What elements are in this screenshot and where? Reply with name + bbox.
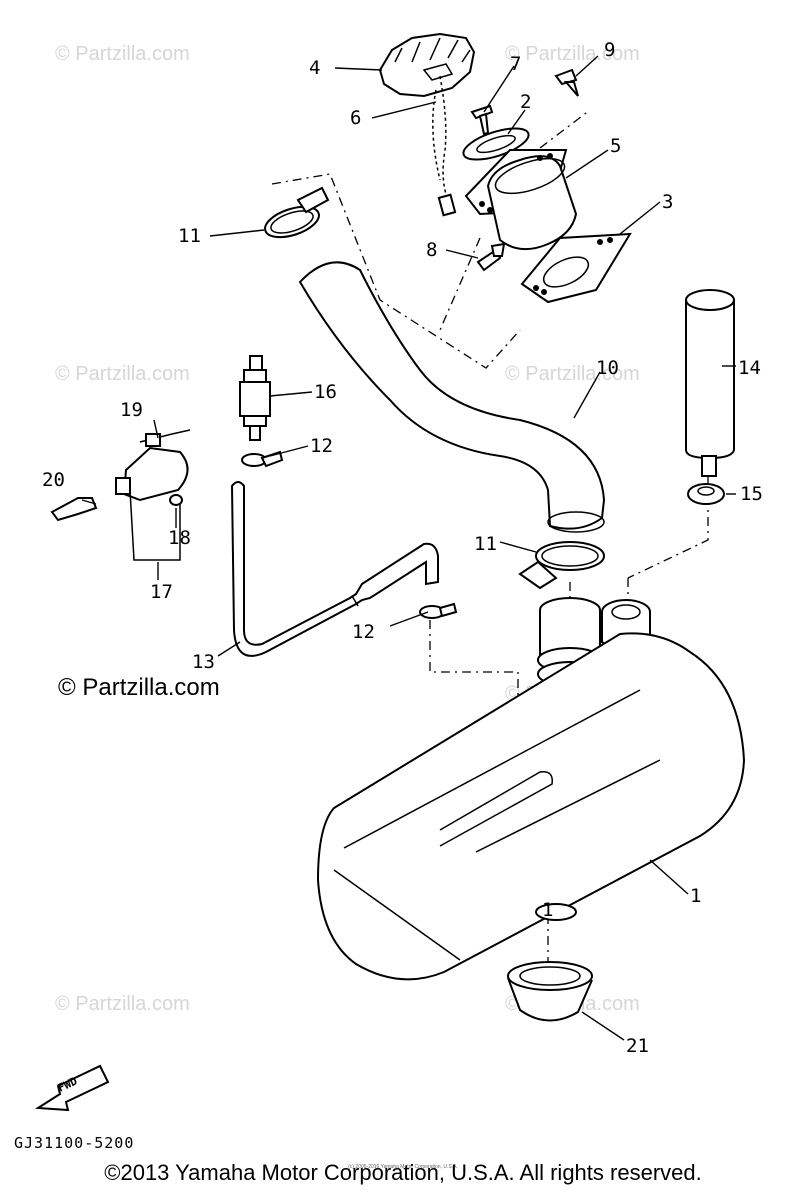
- drain-grommet: [507, 961, 593, 1022]
- callout-16: 16: [314, 381, 337, 403]
- callout-14: 14: [738, 357, 761, 379]
- callout-7: 7: [510, 53, 521, 75]
- watermark: © Partzilla.com: [505, 43, 640, 65]
- leader-lines: [81, 55, 736, 1041]
- cap-chain: [432, 75, 457, 217]
- hose-clamp-lower: [518, 541, 605, 590]
- watermark: © Partzilla.com: [505, 363, 640, 385]
- hose-clamp-upper: [264, 186, 330, 239]
- bracket-assembly: [50, 429, 191, 561]
- callout-6: 6: [350, 107, 361, 129]
- callout-11-upper: 11: [178, 225, 201, 247]
- callout-12-left: 12: [310, 435, 333, 457]
- callout-12-right: 12: [352, 621, 375, 643]
- watermark: © Partzilla.com: [55, 43, 190, 65]
- callout-21: 21: [626, 1035, 649, 1057]
- callout-15: 15: [740, 483, 763, 505]
- filler-neck: [464, 149, 578, 251]
- fuel-filter: [239, 355, 271, 441]
- callout-18: 18: [168, 527, 191, 549]
- diagram-code: GJ31100-5200: [14, 1134, 135, 1152]
- callout-5: 5: [610, 135, 621, 157]
- fuel-pipe: [230, 481, 439, 657]
- callout-3: 3: [662, 191, 673, 213]
- washer: [687, 483, 725, 505]
- base-gasket: [520, 232, 632, 304]
- fine-print: (c) 2005-2016 Yamaha Motor Corporation, …: [348, 1164, 458, 1170]
- copyright-notice: ©2013 Yamaha Motor Corporation, U.S.A. A…: [104, 1160, 702, 1185]
- filler-hose: [298, 261, 606, 533]
- callout-13: 13: [192, 651, 215, 673]
- fuel-tank: [316, 632, 746, 981]
- small-fitting: [476, 242, 506, 272]
- filler-cap: [378, 32, 476, 98]
- callout-17: 17: [150, 581, 173, 603]
- callout-1-bottom: 1: [542, 899, 553, 921]
- clip-left: [241, 450, 284, 468]
- callout-8: 8: [426, 239, 437, 261]
- fwd-arrow: FWD: [34, 1064, 110, 1112]
- callout-19: 19: [120, 399, 143, 421]
- callout-11-lower: 11: [474, 533, 497, 555]
- callout-2: 2: [520, 91, 531, 113]
- watermark: © Partzilla.com: [55, 993, 190, 1015]
- screw: [470, 104, 494, 136]
- clip-right: [419, 602, 458, 619]
- tapping-screw: [554, 68, 579, 97]
- callout-4: 4: [309, 57, 320, 79]
- callout-9: 9: [604, 39, 615, 61]
- callout-20: 20: [42, 469, 65, 491]
- gasket: [462, 127, 530, 161]
- callout-10: 10: [596, 357, 619, 379]
- breather-pipe: [685, 289, 735, 477]
- callouts: 4 6 7 9 2 5 3 8 11 10 14 15 16 12 19 20 …: [42, 39, 763, 1057]
- watermark: © Partzilla.com: [55, 363, 190, 385]
- watermark-main: © Partzilla.com: [58, 674, 220, 701]
- callout-1: 1: [690, 885, 701, 907]
